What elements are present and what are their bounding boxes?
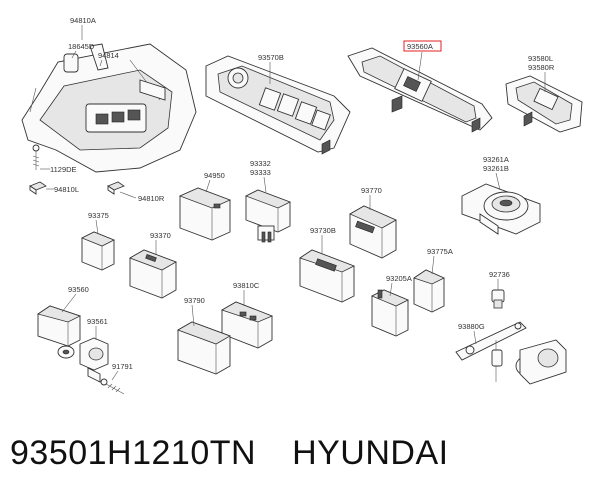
label-93730B: 93730B [310, 226, 336, 235]
clip-94810R-drawing [107, 181, 125, 195]
switch-93560-drawing [37, 305, 82, 359]
label-93375: 93375 [88, 211, 109, 220]
label-94814: 94814 [98, 51, 119, 60]
label-93261B: 93261B [483, 164, 509, 173]
part-number-text: 93501H1210TN [10, 433, 257, 472]
window-switch-93570B-drawing [205, 55, 351, 155]
label-93261A: 93261A [483, 155, 509, 164]
actuator-93880G-drawing [455, 321, 567, 385]
label-93561: 93561 [87, 317, 108, 326]
label-93770: 93770 [361, 186, 382, 195]
label-93580L: 93580L [528, 54, 553, 63]
label-93205A: 93205A [386, 274, 412, 283]
label-18645D: 18645D [68, 42, 95, 51]
label-93570B: 93570B [258, 53, 284, 62]
label-94810L: 94810L [54, 185, 79, 194]
window-switch-93560A-drawing [347, 47, 493, 133]
label-91791: 91791 [112, 362, 133, 371]
console-panel-drawing [21, 43, 197, 173]
label-93880G: 93880G [458, 322, 485, 331]
label-93560A: 93560A [407, 42, 433, 51]
label-94950: 94950 [204, 171, 225, 180]
switch-93775A-drawing [413, 269, 445, 313]
screw-91791-drawing [100, 378, 125, 395]
switch-93730B-drawing [299, 249, 355, 303]
label-93560: 93560 [68, 285, 89, 294]
screw-1129DE-drawing [32, 144, 40, 170]
switch-93370-drawing [129, 249, 177, 299]
label-93790: 93790 [184, 296, 205, 305]
label-94810A: 94810A [70, 16, 96, 25]
parts-diagram: 94810A 18645D 94814 1129DE 94810L 94810R… [21, 16, 583, 395]
switch-93332-drawing [245, 189, 291, 243]
switch-93770-drawing [349, 205, 397, 259]
brand-text: HYUNDAI [292, 433, 449, 472]
caption-bar: 93501H1210TN HYUNDAI [10, 428, 590, 478]
sensor-93261-drawing [461, 183, 541, 235]
label-94810R: 94810R [138, 194, 165, 203]
window-switch-93580-drawing [505, 75, 583, 133]
switch-93790-drawing [177, 321, 231, 375]
bulb-92736-drawing [491, 289, 505, 309]
switch-93810C-drawing [221, 301, 274, 349]
label-93580R: 93580R [528, 63, 555, 72]
label-93775A: 93775A [427, 247, 453, 256]
switch-93561-drawing [79, 337, 109, 383]
label-1129DE: 1129DE [50, 165, 77, 174]
label-92736: 92736 [489, 270, 510, 279]
label-93332: 93332 [250, 159, 271, 168]
highlight-box-93560A [403, 40, 442, 52]
label-93810C: 93810C [233, 281, 260, 290]
switch-93205A-drawing [371, 289, 409, 337]
clip-94810L-drawing [29, 181, 47, 195]
switch-93375-drawing [81, 231, 115, 271]
label-93370: 93370 [150, 231, 171, 240]
module-94950-drawing [178, 187, 232, 241]
label-93333: 93333 [250, 168, 271, 177]
